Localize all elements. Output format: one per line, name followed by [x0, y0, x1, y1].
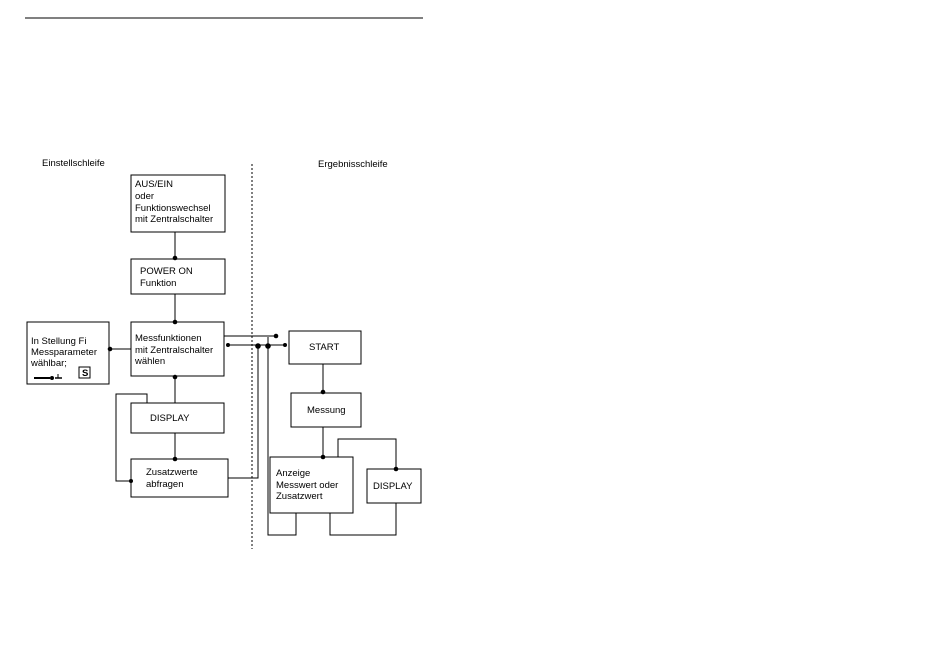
junction-dot: [173, 256, 178, 261]
box-start-text: START: [309, 342, 339, 353]
junction-dot: [173, 457, 178, 462]
s-key-label: S: [82, 368, 88, 379]
junction-dot: [226, 343, 230, 347]
connector: [228, 346, 258, 478]
junction-dot: [129, 479, 133, 483]
junction-dot: [255, 343, 261, 349]
junction-dot: [108, 347, 113, 352]
box-zusatzwerte: [131, 459, 228, 497]
junction-dot: [394, 467, 399, 472]
box-messung-text: Messung: [307, 405, 346, 416]
junction-dot: [173, 320, 178, 325]
junction-dot: [274, 334, 279, 339]
junction-dot: [265, 343, 271, 349]
section-right-label: Ergebnisschleife: [318, 159, 388, 170]
box-display-right-text: DISPLAY: [373, 481, 413, 492]
junction-dot: [283, 343, 287, 347]
junction-dot: [173, 375, 178, 380]
junction-dot: [321, 390, 326, 395]
section-left-label: Einstellschleife: [42, 158, 105, 169]
junction-dot: [321, 455, 326, 460]
box-display-left-text: DISPLAY: [150, 413, 190, 424]
